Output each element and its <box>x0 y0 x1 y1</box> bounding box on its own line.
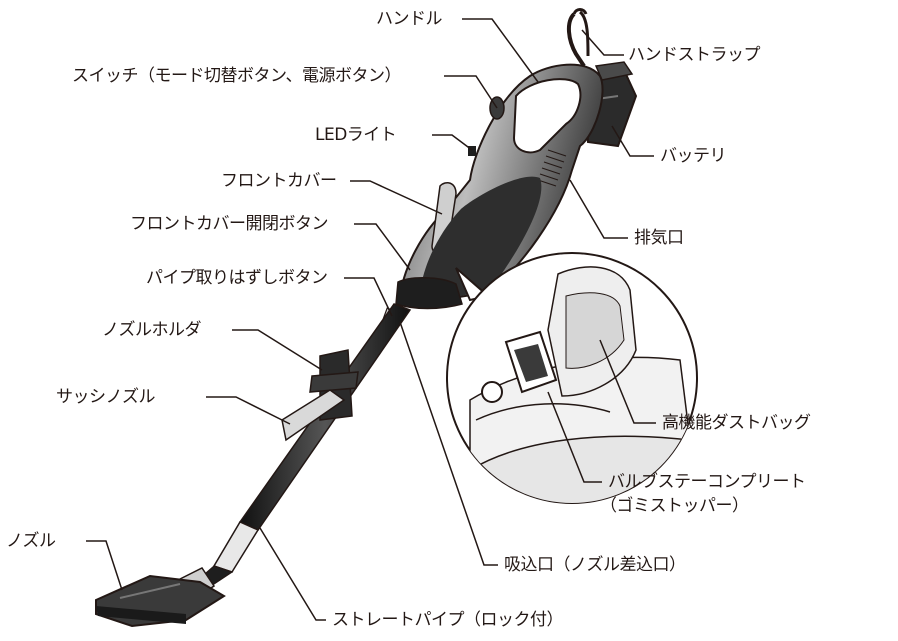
label-suction-port: 吸込口（ノズル差込口） <box>504 555 686 575</box>
floor-nozzle-shape <box>95 567 226 628</box>
label-nozzle-holder: ノズルホルダ <box>102 320 202 340</box>
label-exhaust: 排気口 <box>634 228 684 248</box>
leader-lines <box>86 18 656 621</box>
hand-strap-shape <box>567 8 590 68</box>
body-shape <box>380 63 604 329</box>
label-front-cover-open-button: フロントカバー開閉ボタン <box>130 214 329 234</box>
label-valve-line1: バルブステーコンプリート <box>608 472 806 492</box>
label-crevice-nozzle: サッシノズル <box>56 387 156 407</box>
label-led-light: LEDライト <box>315 125 397 145</box>
label-valve-line2: （ゴミストッパー） <box>600 496 749 516</box>
label-pipe-release-button: パイプ取りはずしボタン <box>146 268 328 288</box>
label-switch: スイッチ（モード切替ボタン、電源ボタン） <box>72 66 401 86</box>
label-straight-pipe: ストレートパイプ（ロック付） <box>332 610 564 630</box>
label-hand-strap: ハンドストラップ <box>628 45 761 65</box>
label-dust-bag: 高機能ダストバッグ <box>662 413 811 433</box>
label-nozzle: ノズル <box>6 531 56 551</box>
straight-pipe-shape <box>197 303 412 589</box>
label-battery: バッテリ <box>660 146 727 166</box>
nozzle-holder-shape <box>281 349 359 442</box>
label-handle: ハンドル <box>376 9 443 29</box>
label-front-cover: フロントカバー <box>221 171 337 191</box>
